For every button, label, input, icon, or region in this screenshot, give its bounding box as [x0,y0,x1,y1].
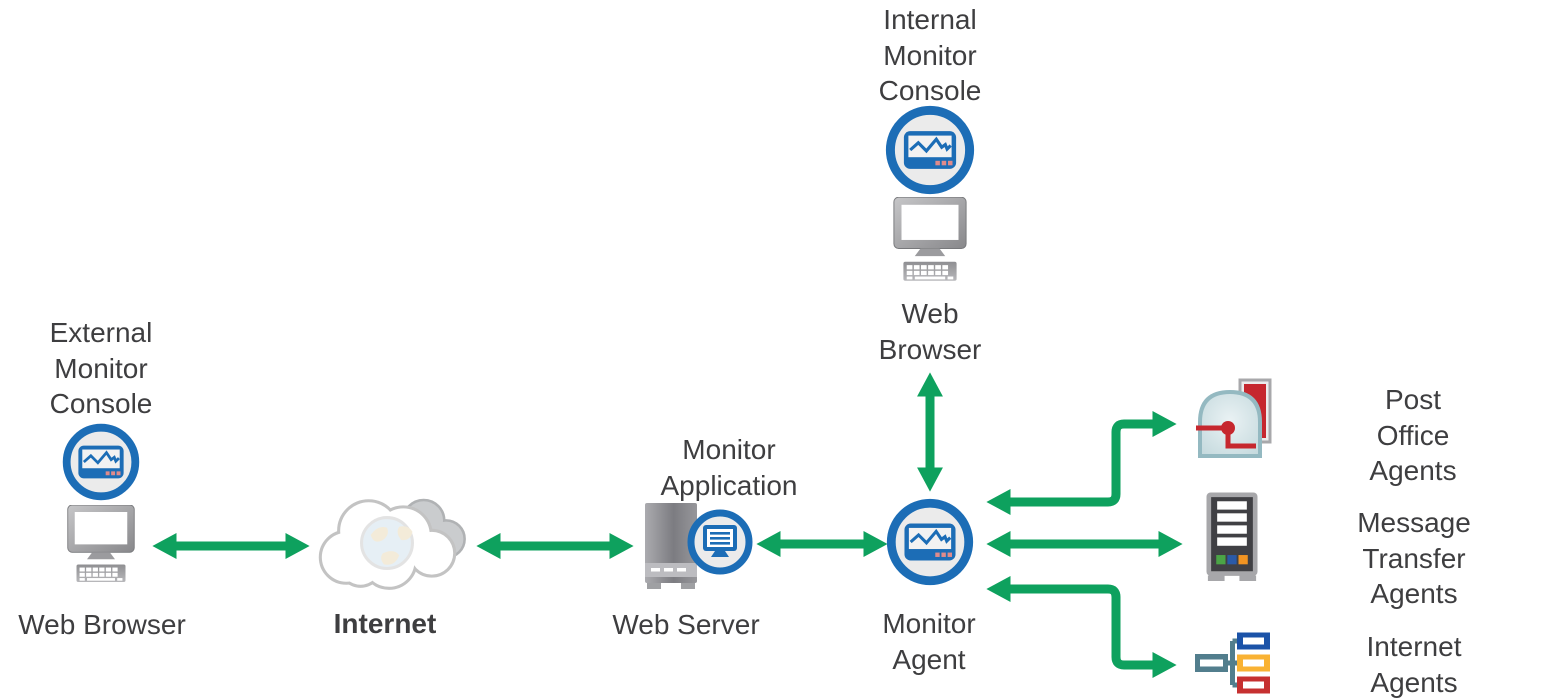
arrow-monitor-agent-internet-agents [986,575,1177,679]
internal-console-label: Internal Monitor Console [878,4,982,107]
internet-label: Internet [333,608,437,639]
monitor-application-label: Monitor Application [660,434,798,501]
internet-agents-label: Internet Agents [1366,631,1462,698]
message-transfer-agents-label: Message Transfer Agents [1357,507,1471,610]
globe-icon [360,516,414,570]
monitor-console-icon [885,105,975,195]
web-server-tower-icon [645,503,753,589]
arrow-monitor-agent-post-office [986,410,1177,516]
monitor-agent-label: Monitor Agent [882,608,976,675]
internet-cloud-icon [318,498,466,590]
monitor-application-icon [687,509,753,575]
internal-browser-label: Web Browser [878,298,982,365]
computer-icon [893,197,967,281]
monitor-console-icon [886,498,974,586]
internet-agents-icon [1195,632,1270,694]
external-browser-label: Web Browser [18,609,186,640]
external-console-label: External Monitor Console [49,317,153,420]
post-office-agents-label: Post Office Agents [1369,384,1457,487]
mta-server-icon [1206,492,1258,581]
mailbox-icon [1196,378,1272,458]
web-server-label: Web Server [612,609,760,640]
monitor-console-icon [62,423,140,501]
computer-icon [67,505,135,582]
